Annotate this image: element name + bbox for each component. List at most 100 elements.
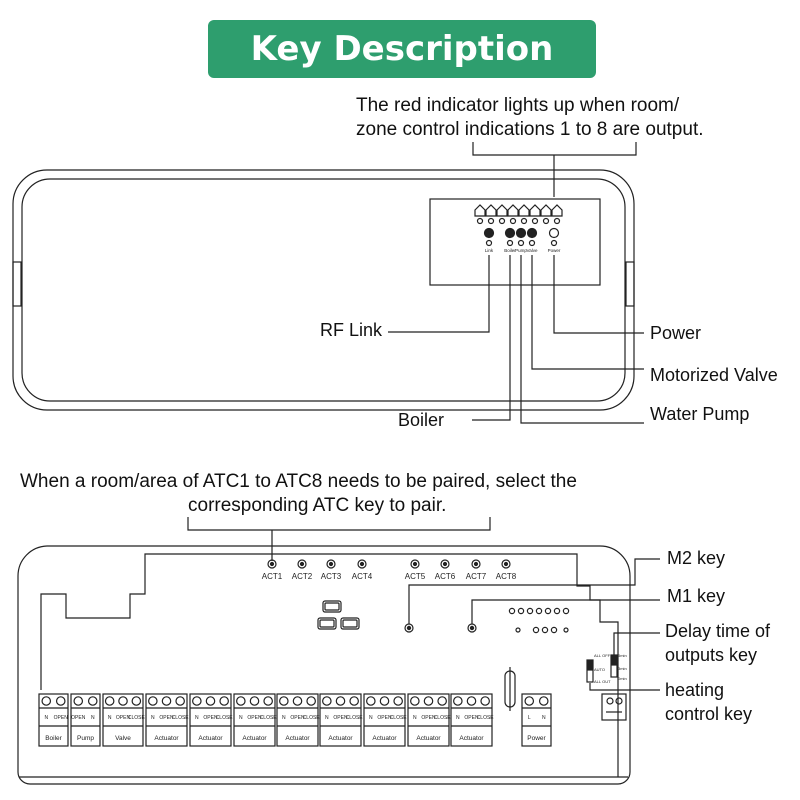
terminal-screw xyxy=(73,696,84,706)
terminal-screw xyxy=(249,696,260,706)
terminal-name-label: Actuator xyxy=(459,735,484,742)
act-key-7[interactable] xyxy=(471,559,481,569)
leader-power xyxy=(553,255,644,334)
auxiliary-connector xyxy=(601,693,627,721)
act-key-1[interactable] xyxy=(267,559,277,569)
leader-rf-link xyxy=(388,255,490,333)
terminal-screw xyxy=(131,696,142,706)
leader-m2 xyxy=(408,558,660,624)
terminal-pin-label: CLOSE xyxy=(434,715,452,721)
terminal-screw xyxy=(205,696,216,706)
act-label-2: ACT2 xyxy=(292,572,313,581)
terminal-screw xyxy=(263,696,273,706)
bottom-caption-line-1: When a room/area of ATC1 to ATC8 needs t… xyxy=(20,471,577,492)
leader-boiler xyxy=(472,255,511,421)
terminal-screw xyxy=(219,696,229,706)
terminal-pin-label: OPEN xyxy=(333,715,348,721)
switch-label-5min: 5min xyxy=(618,653,627,658)
terminal-screw xyxy=(175,696,185,706)
power-icon xyxy=(548,227,560,239)
act-label-3: ACT3 xyxy=(321,572,342,581)
callout-motorized-valve: Motorized Valve xyxy=(650,365,778,385)
act-key-5[interactable] xyxy=(410,559,420,569)
leader-delay-time xyxy=(613,632,660,655)
switch-label-3min: 3min xyxy=(618,666,627,671)
terminal-screw xyxy=(55,696,66,706)
title-banner xyxy=(208,20,596,78)
page-title: Key Description xyxy=(250,29,554,69)
terminal-screw xyxy=(104,696,115,706)
terminal-pin-label: OPEN xyxy=(421,715,436,721)
switch-label-auto: AUTO xyxy=(594,667,605,672)
rf-link-icon xyxy=(483,227,495,239)
terminal-pin-label: N xyxy=(108,715,112,721)
leader-water-pump xyxy=(520,255,644,424)
act-key-6[interactable] xyxy=(440,559,450,569)
terminal-pin-label: CLOSE xyxy=(303,715,321,721)
act-key-8[interactable] xyxy=(501,559,511,569)
switch-label-all-out: ALL OUT xyxy=(594,679,611,684)
terminal-name-label: Valve xyxy=(115,735,131,742)
act-label-6: ACT6 xyxy=(435,572,456,581)
terminal-screw xyxy=(410,696,420,706)
indicator-panel xyxy=(429,198,601,286)
terminal-screw xyxy=(148,696,158,706)
top-caption-line-2: zone control indications 1 to 8 are outp… xyxy=(356,119,704,140)
terminal-screw xyxy=(480,696,490,706)
terminal-name-label: Actuator xyxy=(328,735,353,742)
terminal-pin-label: L xyxy=(528,715,531,721)
terminal-screw xyxy=(524,696,535,706)
terminal-pin-label: N xyxy=(44,715,48,721)
terminal-screw xyxy=(118,696,128,706)
boiler-icon xyxy=(504,227,516,239)
terminal-screw xyxy=(393,696,403,706)
act-key-2[interactable] xyxy=(297,559,307,569)
bottom-caption-line-2: corresponding ATC key to pair. xyxy=(188,495,447,516)
callout-delay-line-2: outputs key xyxy=(665,645,758,665)
top-device-housing xyxy=(12,169,635,411)
terminal-pin-label: OPEN xyxy=(159,715,174,721)
valve-icon xyxy=(526,227,538,239)
terminal-pin-label: CLOSE xyxy=(477,715,495,721)
terminal-screw xyxy=(306,696,316,706)
pcb-led-row xyxy=(508,607,570,634)
terminal-pin-label: OPEN xyxy=(54,715,69,721)
terminal-screw xyxy=(437,696,447,706)
terminal-screw xyxy=(292,696,303,706)
terminal-pin-label: N xyxy=(542,715,546,721)
terminal-screw xyxy=(87,696,98,706)
terminal-screw xyxy=(192,696,202,706)
m1-key[interactable] xyxy=(467,623,477,633)
terminal-pin-label: CLOSE xyxy=(172,715,190,721)
terminal-screw xyxy=(322,696,332,706)
callout-m1-key: M1 key xyxy=(667,586,726,606)
delay-time-switch[interactable] xyxy=(610,654,618,678)
act-label-5: ACT5 xyxy=(405,572,426,581)
fuse-holder xyxy=(504,667,516,711)
led-label-link: Link xyxy=(485,248,494,253)
act-key-4[interactable] xyxy=(357,559,367,569)
heating-control-switch[interactable] xyxy=(586,659,594,683)
leader-m1 xyxy=(471,599,660,624)
act-key-3[interactable] xyxy=(326,559,336,569)
m2-key[interactable] xyxy=(404,623,414,633)
bottom-device-housing xyxy=(17,545,631,785)
callout-power: Power xyxy=(650,323,702,343)
relay-chips xyxy=(317,600,360,630)
led-label-power: Power xyxy=(548,248,561,253)
